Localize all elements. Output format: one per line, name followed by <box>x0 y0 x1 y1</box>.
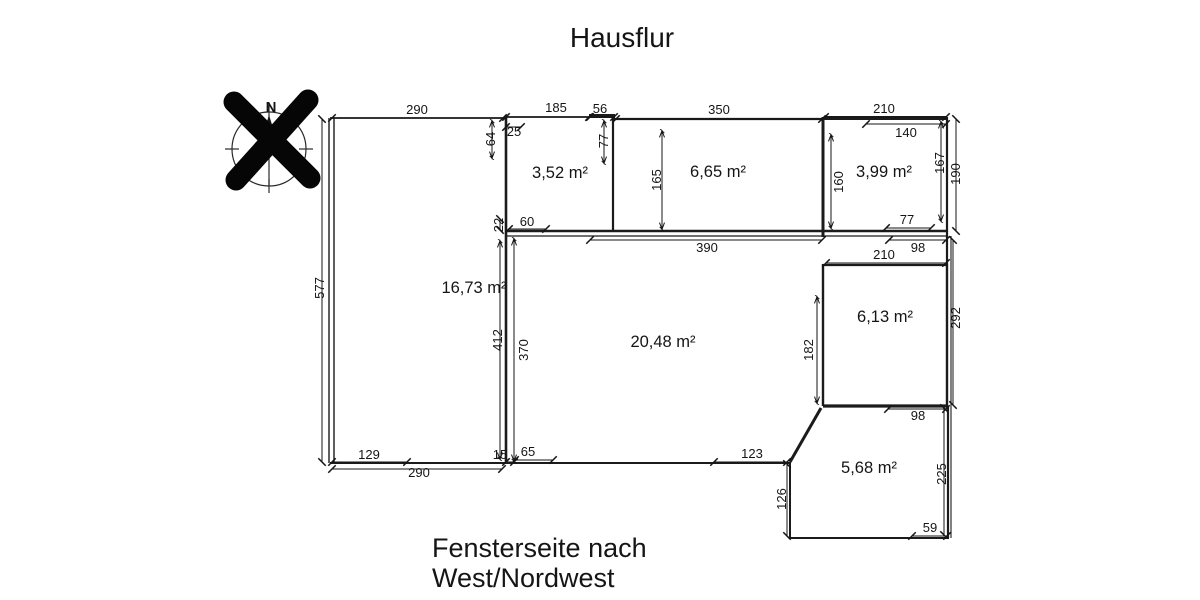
dim-label-210-top: 210 <box>873 101 895 116</box>
dim-label-25: 25 <box>507 124 521 139</box>
dim-label-167: 167 <box>932 152 947 174</box>
dim-label-65: 65 <box>521 444 535 459</box>
dim-label-412: 412 <box>490 329 505 351</box>
footer-note-line2: West/Nordwest <box>432 563 615 593</box>
dim-label-60: 60 <box>520 214 534 229</box>
room-label-3-99: 3,99 m² <box>856 163 912 181</box>
dim-label-140: 140 <box>895 125 917 140</box>
dim-label-182: 182 <box>801 339 816 361</box>
footer-note-line1: Fensterseite nach <box>432 533 647 563</box>
dim-label-292: 292 <box>948 307 963 329</box>
dim-label-390: 390 <box>696 240 718 255</box>
room-label-5-68: 5,68 m² <box>841 459 897 477</box>
room-label-20-48: 20,48 m² <box>630 333 696 351</box>
dim-label-123: 123 <box>741 446 763 461</box>
dim-label-185: 185 <box>545 100 567 115</box>
dim-label-160: 160 <box>831 171 846 193</box>
page-title: Hausflur <box>570 22 674 53</box>
dim-label-370: 370 <box>516 339 531 361</box>
dim-label-225: 225 <box>934 463 949 485</box>
compass-cross-out-mark <box>223 89 321 191</box>
room-label-16-73: 16,73 m² <box>441 279 507 297</box>
cross-stroke-2 <box>225 89 319 191</box>
dim-label-126: 126 <box>774 488 789 510</box>
room-label-6-65: 6,65 m² <box>690 163 746 181</box>
dim-label-350: 350 <box>708 102 730 117</box>
dim-label-577: 577 <box>312 277 327 299</box>
dimension-lines <box>317 112 961 541</box>
room-label-3-52: 3,52 m² <box>532 164 588 182</box>
dim-label-98-below: 98 <box>911 408 925 423</box>
dim-label-190: 190 <box>948 163 963 185</box>
dim-label-56: 56 <box>593 101 607 116</box>
wall-diagonal <box>788 407 823 463</box>
compass-north-label: N <box>266 99 277 116</box>
dim-label-290-top: 290 <box>406 102 428 117</box>
dim-label-290-bottom: 290 <box>408 465 430 480</box>
dim-label-22: 22 <box>491 218 506 232</box>
dim-label-210-mid: 210 <box>873 247 895 262</box>
dim-label-15: 15 <box>493 447 507 462</box>
dimension-labels: 290 185 56 350 210 140 25 60 390 77 98 2… <box>312 100 963 535</box>
room-label-6-13: 6,13 m² <box>857 308 913 326</box>
dim-label-77-mid: 77 <box>900 212 914 227</box>
room-area-labels: 3,52 m² 6,65 m² 3,99 m² 16,73 m² 20,48 m… <box>441 163 913 477</box>
dim-label-77-left: 77 <box>596 134 611 148</box>
dim-label-64: 64 <box>483 132 498 146</box>
dim-label-165: 165 <box>649 169 664 191</box>
dim-label-98-corridor: 98 <box>911 240 925 255</box>
dim-label-129: 129 <box>358 447 380 462</box>
dim-label-59: 59 <box>923 520 937 535</box>
